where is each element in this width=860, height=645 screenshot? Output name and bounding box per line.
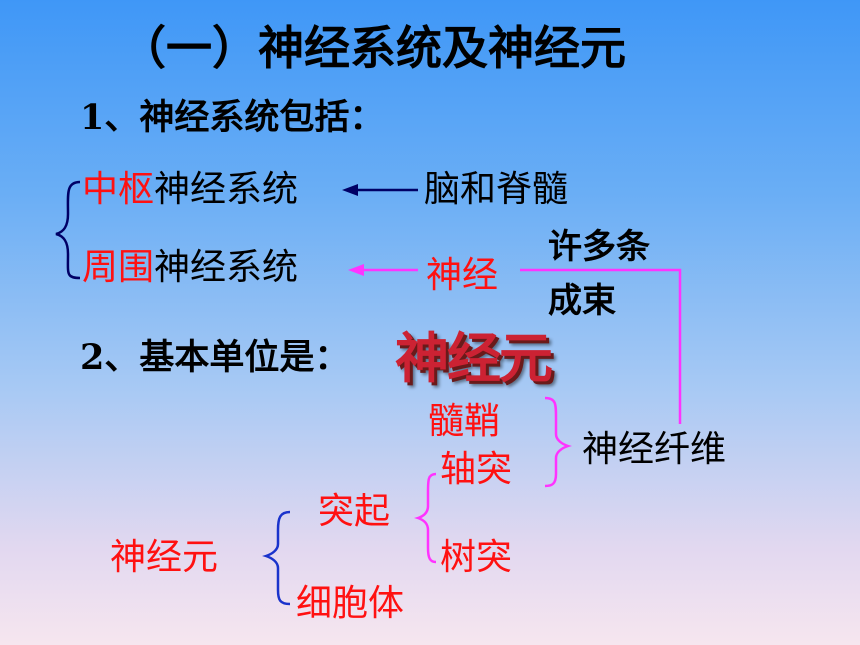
process-label: 突起 (318, 491, 391, 532)
dendrite: 树突 (440, 537, 513, 578)
central-suffix: 神经系统 (154, 169, 299, 210)
peripheral-arrow (348, 264, 418, 276)
neuron-highlight: 神经元 (395, 327, 553, 390)
slide-title: （一）神经系统及神经元 (120, 21, 626, 75)
brain-spinal-cord: 脑和脊髓 (424, 169, 569, 210)
peripheral-suffix: 神经系统 (154, 247, 299, 288)
nerve-fiber: 神经纤维 (582, 429, 727, 470)
section2-heading: 2、基本单位是： (80, 337, 350, 378)
bundled-note: 成束 (548, 281, 616, 321)
myelin-sheath: 髓鞘 (428, 401, 501, 442)
nerve-label: 神经 (426, 255, 499, 296)
many-strands-note: 许多条 (548, 227, 650, 267)
peripheral-prefix: 周围 (82, 247, 155, 288)
neuron-root: 神经元 (110, 537, 219, 578)
central-nervous-system: 中枢神经系统 (82, 172, 298, 208)
central-arrow (342, 184, 418, 196)
section1-heading: 1、神经系统包括： (80, 97, 385, 138)
nervous-system-brace (55, 180, 81, 280)
cell-body: 细胞体 (296, 583, 405, 624)
axon: 轴突 (440, 449, 513, 490)
process-brace (414, 472, 437, 564)
central-prefix: 中枢 (82, 169, 155, 210)
neuron-brace (262, 510, 291, 606)
nerve-fiber-connector (520, 268, 682, 424)
fiber-brace (544, 396, 572, 488)
peripheral-nervous-system: 周围神经系统 (82, 250, 298, 286)
